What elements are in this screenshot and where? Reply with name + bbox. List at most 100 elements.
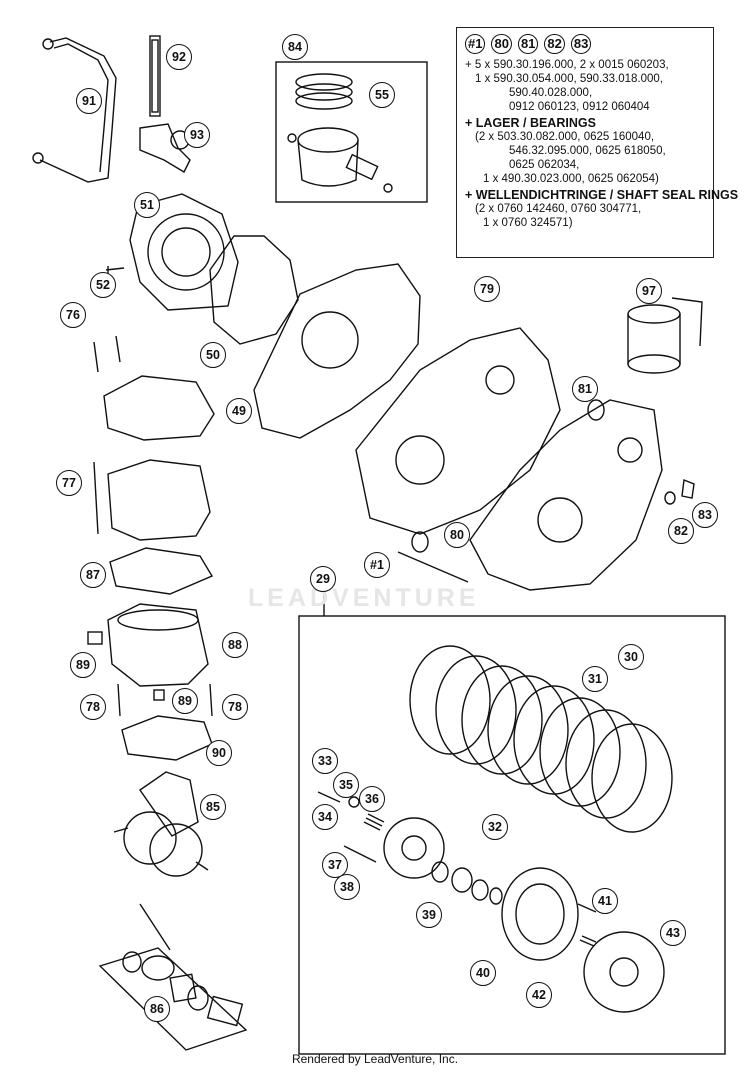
legend-ref: 82 (544, 34, 565, 54)
stud-77-part (93, 461, 99, 535)
footer-credit: Rendered by LeadVenture, Inc. (291, 1052, 459, 1066)
seal-82-part (664, 491, 676, 505)
cam-chain-part (149, 35, 161, 117)
bolt-33-part (317, 791, 341, 803)
pin-37-part (343, 845, 377, 863)
callout: 50 (200, 342, 226, 368)
callout: 32 (482, 814, 508, 840)
callout: 97 (636, 278, 662, 304)
gear-43-part (583, 931, 665, 1013)
callout: 79 (474, 276, 500, 302)
clutch-plates-part (409, 645, 673, 833)
callout: 81 (572, 376, 598, 402)
callout: 78 (80, 694, 106, 720)
piston-set-box (275, 61, 428, 203)
spring-42-part (579, 935, 597, 947)
callout: 41 (592, 888, 618, 914)
callout: 36 (359, 786, 385, 812)
callout: 37 (322, 852, 348, 878)
cylinder-head-part (107, 459, 211, 541)
callout: 34 (312, 804, 338, 830)
callout: 38 (334, 874, 360, 900)
legend-line: 1 x 590.30.054.000, 590.33.018.000, (475, 73, 663, 85)
callout: 86 (144, 996, 170, 1022)
crankcase-half-right-part (469, 399, 663, 591)
valve-cover-part (103, 375, 215, 441)
callout: 91 (76, 88, 102, 114)
callout: 87 (80, 562, 106, 588)
callout: 40 (470, 960, 496, 986)
callout: 43 (660, 920, 686, 946)
callout: 77 (56, 470, 82, 496)
legend-ref: 83 (570, 34, 592, 54)
washer-35-part (348, 796, 360, 808)
callout: 82 (668, 518, 694, 544)
callout: 76 (60, 302, 86, 328)
callout: 78 (222, 694, 248, 720)
case-ref-line (397, 551, 469, 583)
legend-line: + 5 x 590.30.196.000, 2 x 0015 060203, (465, 59, 669, 71)
head-bolts-part (93, 335, 121, 373)
pressure-plate-part (383, 817, 445, 879)
callout: 92 (166, 44, 192, 70)
legend-line: 1 x 490.30.023.000, 0625 062054) (483, 173, 659, 185)
stud-78-left-part (117, 683, 121, 717)
watermark: LEADVENTURE (248, 584, 480, 612)
callout: #1 (364, 552, 390, 578)
parts-legend: #1 80 81 82 83 + 5 x 590.30.196.000, 2 x… (456, 27, 739, 258)
callout: 55 (369, 82, 395, 108)
legend-ref: #1 (465, 34, 486, 54)
crankshaft-part (113, 771, 209, 877)
head-gasket-part (109, 547, 214, 595)
cover-gasket-part (209, 235, 299, 345)
callout: 51 (134, 192, 160, 218)
spring-36-part (363, 813, 385, 831)
callout: 89 (70, 652, 96, 678)
legend-ref: 80 (491, 34, 512, 54)
chain-tensioner-part (139, 123, 191, 173)
legend-line: 546.32.095.000, 0625 618050, (509, 145, 666, 157)
bearing-80-part (411, 531, 429, 553)
crankcase-cover-part (253, 263, 421, 439)
callout: 88 (222, 632, 248, 658)
callout: 80 (444, 522, 470, 548)
legend-line: (2 x 503.30.082.000, 0625 160040, (475, 131, 655, 143)
bearing-39-part (431, 861, 503, 905)
clutch-basket-part (501, 867, 579, 961)
callout: 31 (582, 666, 608, 692)
callout: 35 (333, 772, 359, 798)
legend-line: 1 x 0760 324571) (483, 217, 573, 229)
callout: 90 (206, 740, 232, 766)
bearing-81-part (587, 399, 605, 421)
callout: 29 (310, 566, 336, 592)
legend-line: 0625 062034, (509, 159, 580, 171)
legend-refs: #1 80 81 82 83 (465, 34, 705, 54)
legend-line: 0912 060123, 0912 060404 (509, 101, 650, 113)
callout: 39 (416, 902, 442, 928)
legend-ref: 81 (517, 34, 539, 54)
legend-line: 590.40.028.000, (509, 87, 593, 99)
special-tool-part (627, 297, 703, 374)
crankcase-half-left-part (355, 327, 561, 535)
nipple-89-part (153, 689, 165, 701)
callout: 84 (282, 34, 308, 60)
callout: 30 (618, 644, 644, 670)
callout: 89 (172, 688, 198, 714)
stud-78-right-part (209, 683, 213, 717)
legend-seals-heading: + WELLENDICHTRINGE / SHAFT SEAL RINGS (465, 188, 739, 202)
legend-line: (2 x 0760 142460, 0760 304771, (475, 203, 642, 215)
pin-41-part (577, 903, 597, 913)
callout: 33 (312, 748, 338, 774)
clutch-box (298, 615, 726, 1055)
callout: 85 (200, 794, 226, 820)
callout: 93 (184, 122, 210, 148)
legend-bearings-heading: + LAGER / BEARINGS (465, 116, 596, 130)
oil-line-part (32, 37, 117, 183)
base-gasket-part (121, 715, 213, 761)
callout: 49 (226, 398, 252, 424)
callout: 52 (90, 272, 116, 298)
plug-83-part (681, 479, 695, 499)
cylinder-part (87, 603, 209, 687)
callout: 83 (692, 502, 718, 528)
